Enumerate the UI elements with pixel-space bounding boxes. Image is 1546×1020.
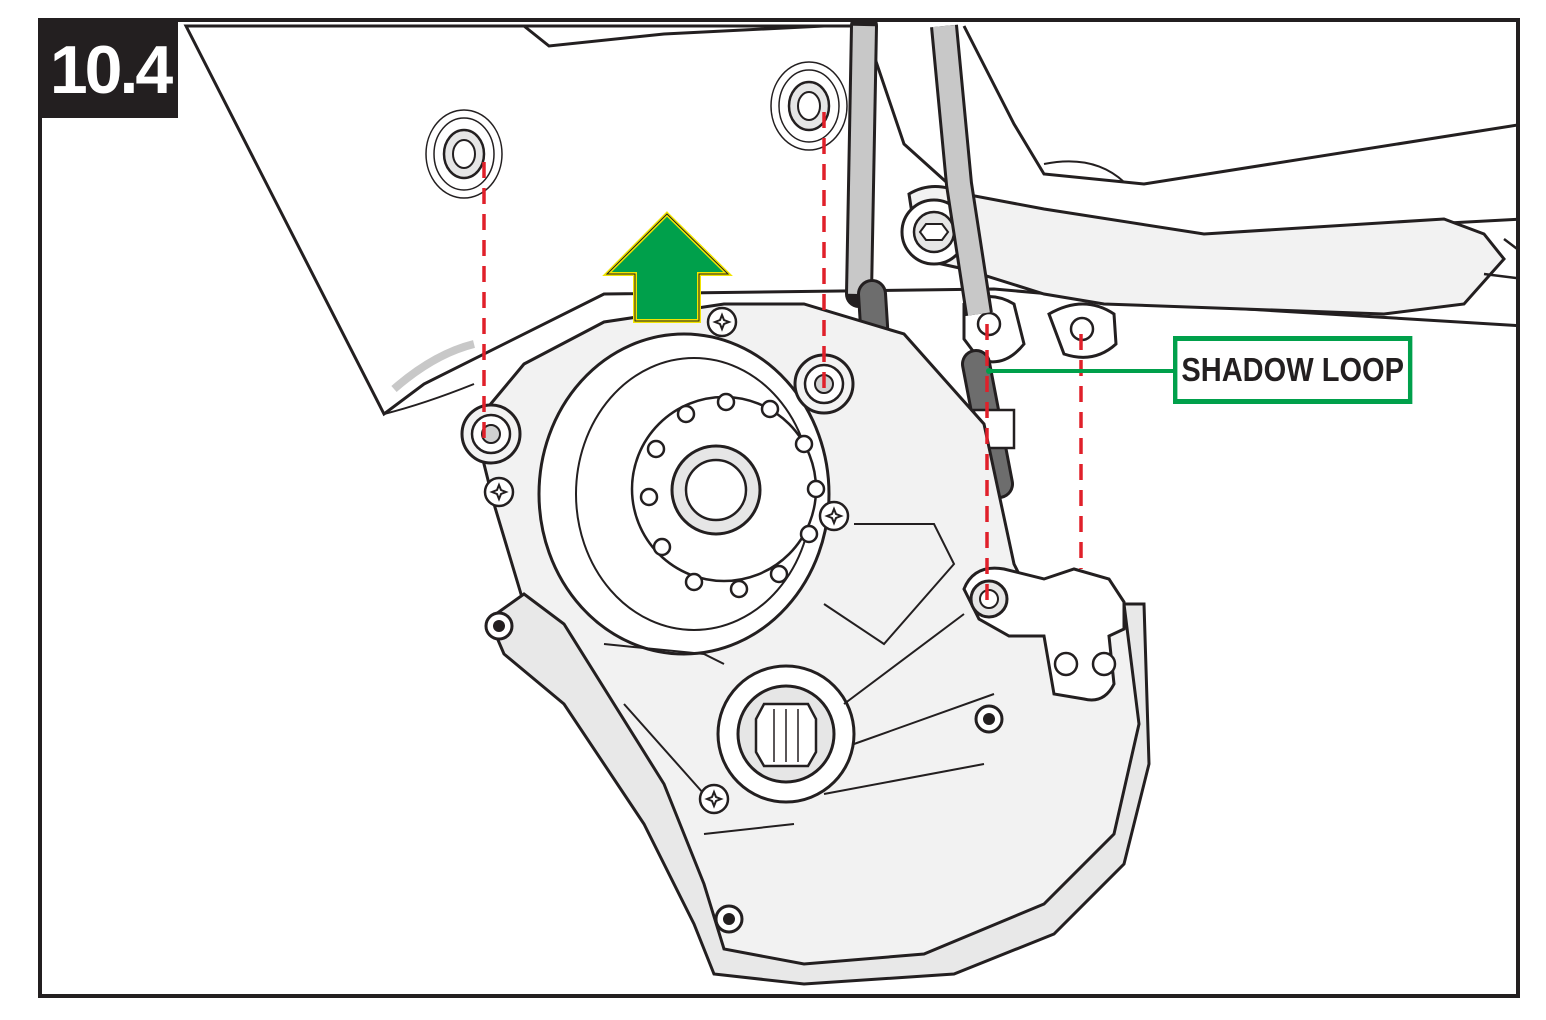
fasteners	[460, 306, 1004, 934]
bolt-circle-holes	[639, 392, 826, 599]
drive-unit	[472, 302, 1151, 986]
shadow-loop-callout: SHADOW LOOP	[1173, 336, 1413, 404]
callout-leader-dot	[986, 368, 992, 374]
up-arrow-icon	[602, 211, 733, 323]
step-number-badge: 10.4	[42, 22, 178, 118]
alignment-guides	[482, 112, 1083, 604]
motor-removal-illustration	[183, 22, 1516, 986]
linkage-arm	[900, 185, 1516, 316]
step-frame: 10.4 SHADOW LOOP	[38, 18, 1520, 998]
